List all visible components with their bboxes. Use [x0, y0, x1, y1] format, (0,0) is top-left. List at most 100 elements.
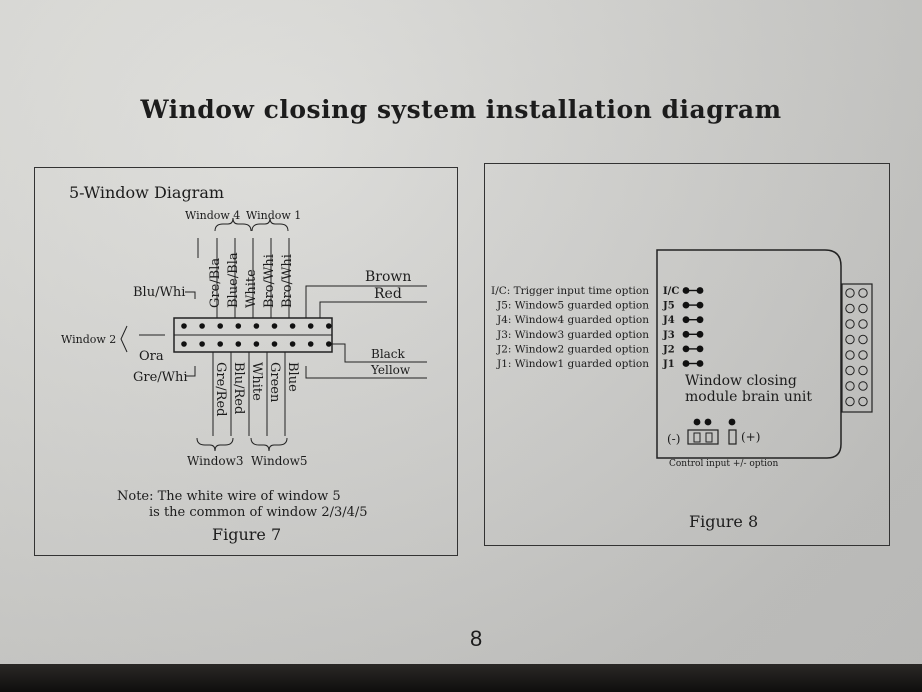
left-label-window2: Window 2: [61, 333, 116, 346]
side-connector: [841, 283, 873, 413]
left-label-blu-whi: Blu/Whi: [133, 285, 185, 300]
option-desc-5: J2: Window2 guarded option: [496, 343, 649, 355]
connector-hole-8-1: [845, 396, 855, 407]
option-pin-dot-b-4: [696, 330, 704, 338]
note-line-2: is the common of window 2/3/4/5: [149, 505, 368, 520]
control-slot-2: [705, 432, 713, 443]
terminal-pin-top-3: [217, 323, 223, 329]
connector-hole-3-2: [858, 319, 868, 329]
connector-hole-4-1: [845, 334, 855, 345]
bottom-wire-label-5: Blue: [285, 362, 300, 392]
bottom-wire-label-1: Gre/Red: [213, 362, 228, 416]
option-pin-label-5: J2: [662, 344, 675, 355]
left-label-ora: Ora: [139, 349, 164, 364]
connector-hole-1-1: [845, 288, 855, 298]
connector-hole-8-2: [858, 396, 868, 407]
terminal-pin-top-4: [235, 323, 242, 329]
page-edge-shadow: [0, 664, 922, 692]
right-label-brown: Brown: [365, 269, 411, 285]
terminal-pin-bottom-8: [307, 341, 314, 347]
bottom-wire-label-4: Green: [267, 362, 282, 403]
connector-hole-7-2: [858, 381, 868, 391]
connector-hole-4-2: [858, 334, 868, 345]
connector-hole-6-1: [845, 365, 855, 376]
connector-holes: [845, 288, 868, 407]
right-wire-red: [319, 301, 427, 318]
brace-window1: [251, 217, 289, 232]
terminal-pin-top-5: [253, 323, 260, 329]
control-slot-plus: [728, 429, 737, 445]
group-label-window4: Window 4: [185, 209, 240, 222]
module-title-line-1: Window closing: [685, 373, 797, 389]
control-pin-1: [693, 418, 701, 426]
brace-window2: [120, 325, 128, 353]
terminal-pin-bottom-2: [199, 341, 205, 347]
option-pin-dot-b-5: [696, 345, 704, 353]
option-desc-1: I/C: Trigger input time option: [491, 285, 649, 297]
connector-hole-7-1: [845, 381, 855, 391]
page-title: Window closing system installation diagr…: [140, 95, 782, 124]
bottom-wire-label-2: Blu/Red: [231, 362, 246, 414]
terminal-pin-top-6: [271, 323, 278, 329]
connector-hole-5-1: [845, 350, 855, 360]
connector-hole-3-1: [845, 319, 855, 329]
page-number: 8: [470, 626, 483, 651]
option-pin-label-2: J5: [662, 301, 675, 312]
connector-hole-5-2: [858, 350, 868, 360]
option-desc-6: J1: Window1 guarded option: [496, 358, 649, 370]
top-wire-label-4: Bro/Whi: [262, 254, 277, 308]
option-desc-3: J4: Window4 guarded option: [496, 314, 649, 326]
figure-7-diagram: 5-Window Diagram Window 4 Window 1 Gre/B…: [61, 183, 427, 544]
option-desc-2: J5: Window5 guarded option: [496, 300, 649, 312]
figure-7-panel: 5-Window Diagram Window 4 Window 1 Gre/B…: [34, 167, 458, 556]
terminal-pin-top-9: [326, 323, 332, 329]
control-pin-3: [728, 418, 736, 426]
terminal-pin-bottom-5: [253, 341, 260, 347]
connector-hole-2-2: [858, 303, 868, 314]
right-label-yellow: Yellow: [370, 363, 411, 377]
control-pin-2: [704, 418, 712, 426]
terminal-pin-top-1: [181, 323, 187, 329]
group-label-window3: Window3: [187, 454, 244, 468]
brace-window5: [250, 437, 288, 452]
connector-hole-2-1: [845, 303, 855, 314]
top-wire-label-3: White: [244, 269, 259, 308]
top-wire-label-5: Bro/Whi: [280, 254, 295, 308]
module-outline: [656, 249, 842, 459]
bottom-wire-label-3: White: [249, 362, 264, 401]
option-pin-dot-b-6: [696, 360, 704, 367]
group-label-window5: Window5: [251, 454, 308, 468]
group-label-window1: Window 1: [246, 209, 301, 222]
right-wire-brown: [305, 285, 427, 318]
top-wire-label-1: Gre/Bla: [208, 258, 223, 308]
terminal-pin-bottom-7: [289, 341, 296, 347]
figure-7-caption: Figure 7: [212, 525, 281, 544]
brace-window3: [196, 437, 234, 452]
terminal-pin-bottom-9: [326, 341, 332, 347]
control-input-label: Control input +/- option: [669, 459, 778, 469]
option-desc-4: J3: Window3 guarded option: [496, 329, 649, 341]
option-pin-label-4: J3: [662, 330, 675, 341]
terminal-pin-bottom-4: [235, 341, 242, 347]
option-pin-label-6: J1: [662, 359, 675, 370]
brace-window4: [214, 217, 252, 232]
figure-8-caption: Figure 8: [689, 512, 758, 531]
left-label-gre-whi: Gre/Whi: [133, 370, 188, 385]
control-jumper: [687, 429, 719, 445]
terminal-pin-bottom-1: [181, 341, 187, 347]
connector-hole-1-2: [858, 288, 868, 298]
option-pin-label-3: J4: [662, 315, 675, 326]
terminal-pins: [181, 323, 332, 347]
option-pin-dot-b-1: [696, 287, 704, 294]
note-line-1: Note: The white wire of window 5: [117, 489, 341, 504]
right-label-red: Red: [374, 286, 402, 302]
left-wire-top: [185, 291, 196, 299]
control-plus-label: (+): [741, 430, 760, 444]
control-slot-1: [693, 432, 701, 443]
